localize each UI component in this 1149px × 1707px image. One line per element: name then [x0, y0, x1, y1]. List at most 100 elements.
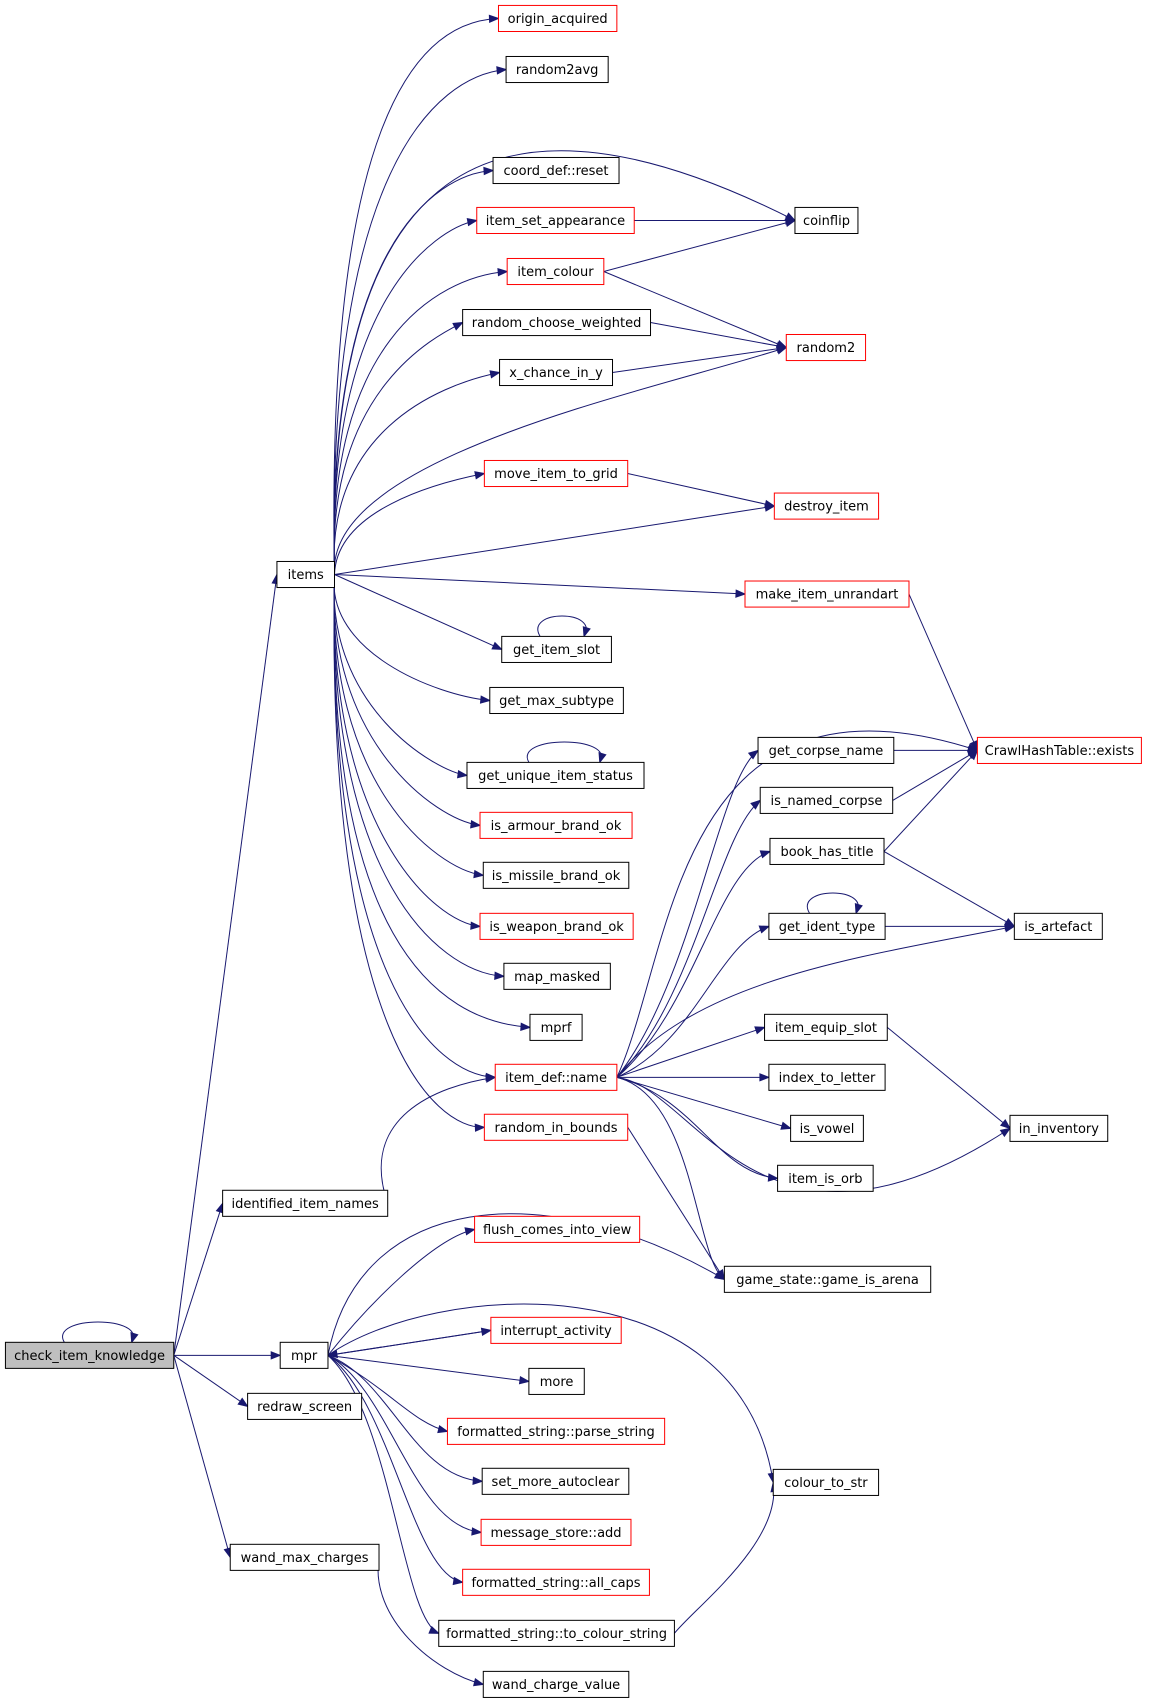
node-colour-to-str[interactable]: colour_to_str — [772, 1468, 880, 1496]
call-edge-move_item_to_grid-to-destroy_item — [627, 473, 775, 507]
node-label: item_is_orb — [788, 1172, 862, 1187]
node-make-item-unrandart[interactable]: make_item_unrandart — [744, 580, 910, 608]
node-origin-acquired[interactable]: origin_acquired — [497, 4, 618, 32]
node-box — [764, 1013, 888, 1041]
node-redraw-screen[interactable]: redraw_screen — [247, 1392, 363, 1420]
call-edge-wand_max_charges-to-wand_charge_value — [377, 1557, 484, 1685]
arrowhead-items-to-origin_acquired — [488, 14, 500, 24]
node-item-equip-slot[interactable]: item_equip_slot — [764, 1013, 888, 1041]
arrowhead-mpr-to-flush_comes_into_view — [464, 1227, 476, 1236]
node-items[interactable]: items — [276, 560, 335, 589]
node-set-more-autoclear[interactable]: set_more_autoclear — [481, 1467, 630, 1495]
call-edge-items-to-coinflip — [333, 150, 796, 575]
node-game-state-game-is-arena[interactable]: game_state::game_is_arena — [723, 1265, 932, 1293]
call-edge-items-to-make_item_unrandart — [334, 574, 746, 595]
node-label: book_has_title — [780, 845, 873, 860]
call-edge-random_in_bounds-to-game_state_game_is_arena — [627, 1127, 725, 1280]
node-label: item_set_appearance — [486, 214, 625, 229]
call-edge-formatted_string_to_colour_string-to-colour_to_str — [674, 1482, 775, 1634]
node-is-armour-brand-ok[interactable]: is_armour_brand_ok — [479, 811, 633, 839]
arrowhead-identified_item_names-to-item_def_name — [485, 1074, 497, 1083]
node-map-masked[interactable]: map_masked — [503, 962, 611, 990]
arrowhead-item_def_name-to-book_has_title — [759, 850, 772, 859]
node-label: message_store::add — [491, 1526, 622, 1541]
node-label: wand_charge_value — [492, 1678, 620, 1693]
node-get-ident-type[interactable]: get_ident_type — [768, 912, 886, 940]
node-in-inventory[interactable]: in_inventory — [1009, 1114, 1109, 1142]
node-get-item-slot[interactable]: get_item_slot — [501, 635, 612, 663]
node-box — [528, 1367, 585, 1395]
node-move-item-to-grid[interactable]: move_item_to_grid — [483, 459, 629, 488]
call-edge-item_colour-to-coinflip — [603, 219, 796, 272]
node-label: origin_acquired — [508, 12, 608, 27]
arrowhead-items-to-is_weapon_brand_ok — [470, 921, 482, 930]
node-box — [744, 580, 910, 608]
node-index-to-letter[interactable]: index_to_letter — [768, 1063, 886, 1091]
node-identified-item-names[interactable]: identified_item_names — [222, 1189, 389, 1217]
node-is-named-corpse[interactable]: is_named_corpse — [759, 786, 894, 814]
node-item-colour[interactable]: item_colour — [506, 257, 605, 286]
arrowhead-item_def_name-to-in_inventory — [999, 1127, 1012, 1138]
arrowhead-items-to-map_masked — [494, 971, 506, 980]
call-edge-mpr-to-message_store_add — [327, 1354, 482, 1533]
node-random-in-bounds[interactable]: random_in_bounds — [483, 1113, 629, 1141]
node-x-chance-in-y[interactable]: x_chance_in_y — [499, 358, 614, 387]
arrowhead-item_def_name-to-is_named_corpse — [750, 799, 762, 810]
node-label: get_corpse_name — [769, 744, 884, 759]
node-box — [479, 912, 634, 940]
node-box — [482, 861, 630, 889]
arrowhead-mpr-to-formatted_string_parse_string — [437, 1424, 449, 1434]
node-message-store-add[interactable]: message_store::add — [480, 1518, 632, 1546]
node-crawlhashtable-exists[interactable]: CrawlHashTable::exists — [976, 736, 1142, 764]
node-more[interactable]: more — [528, 1367, 585, 1395]
node-wand-charge-value[interactable]: wand_charge_value — [482, 1670, 630, 1698]
node-item-set-appearance[interactable]: item_set_appearance — [476, 206, 635, 234]
node-mpr[interactable]: mpr — [279, 1341, 329, 1369]
node-box — [476, 206, 635, 234]
call-edge-mpr-to-flush_comes_into_view — [327, 1228, 475, 1356]
call-edge-x_chance_in_y-to-random2 — [612, 347, 787, 373]
node-item-is-orb[interactable]: item_is_orb — [777, 1164, 874, 1192]
node-is-artefact[interactable]: is_artefact — [1013, 912, 1103, 940]
node-destroy-item[interactable]: destroy_item — [773, 492, 880, 520]
call-edge-items-to-get_unique_item_status — [333, 574, 468, 776]
node-flush-comes-into-view[interactable]: flush_comes_into_view — [474, 1215, 641, 1243]
arrowhead-mpr-to-set_more_autoclear — [472, 1476, 484, 1485]
node-label: get_unique_item_status — [478, 769, 633, 784]
arrowhead-book_has_title-to-crawlhashtable_exists — [967, 749, 979, 761]
node-formatted-string-parse-string[interactable]: formatted_string::parse_string — [446, 1417, 666, 1445]
node-random2avg[interactable]: random2avg — [505, 55, 609, 84]
node-check-item-knowledge[interactable]: check_item_knowledge — [4, 1341, 175, 1369]
arrowhead-check_item_knowledge-to-check_item_knowledge — [130, 1331, 139, 1344]
node-formatted-string-all-caps[interactable]: formatted_string::all_caps — [462, 1568, 650, 1596]
node-label: map_masked — [514, 970, 600, 985]
call-edge-item_colour-to-random2 — [603, 271, 787, 348]
node-coord-def-reset[interactable]: coord_def::reset — [492, 156, 620, 185]
arrowhead-items-to-random_in_bounds — [474, 1123, 486, 1132]
node-get-max-subtype[interactable]: get_max_subtype — [489, 686, 624, 715]
node-book-has-title[interactable]: book_has_title — [769, 837, 885, 865]
node-interrupt-activity[interactable]: interrupt_activity — [490, 1316, 622, 1344]
arrowhead-items-to-coord_def_reset — [483, 166, 495, 176]
node-box — [481, 1467, 630, 1495]
node-coinflip[interactable]: coinflip — [794, 206, 859, 234]
node-formatted-string-to-colour-string[interactable]: formatted_string::to_colour_string — [438, 1619, 675, 1647]
node-is-weapon-brand-ok[interactable]: is_weapon_brand_ok — [479, 912, 634, 940]
arrowhead-mpr-to-formatted_string_to_colour_string — [428, 1625, 441, 1634]
node-box — [1013, 912, 1103, 940]
node-get-corpse-name[interactable]: get_corpse_name — [757, 736, 895, 764]
node-random-choose-weighted[interactable]: random_choose_weighted — [462, 309, 652, 337]
node-label: x_chance_in_y — [509, 366, 603, 381]
node-label: formatted_string::to_colour_string — [446, 1627, 667, 1642]
node-mprf[interactable]: mprf — [529, 1013, 583, 1041]
node-item-def-name[interactable]: item_def::name — [494, 1063, 618, 1091]
node-is-missile-brand-ok[interactable]: is_missile_brand_ok — [482, 861, 630, 889]
node-is-vowel[interactable]: is_vowel — [790, 1114, 864, 1142]
call-edge-items-to-is_armour_brand_ok — [333, 574, 481, 826]
node-wand-max-charges[interactable]: wand_max_charges — [229, 1543, 380, 1571]
node-get-unique-item-status[interactable]: get_unique_item_status — [466, 761, 645, 789]
node-label: in_inventory — [1019, 1122, 1100, 1137]
node-random2[interactable]: random2 — [785, 333, 867, 362]
call-edge-item_def_name-to-crawlhashtable_exists — [616, 730, 978, 1078]
